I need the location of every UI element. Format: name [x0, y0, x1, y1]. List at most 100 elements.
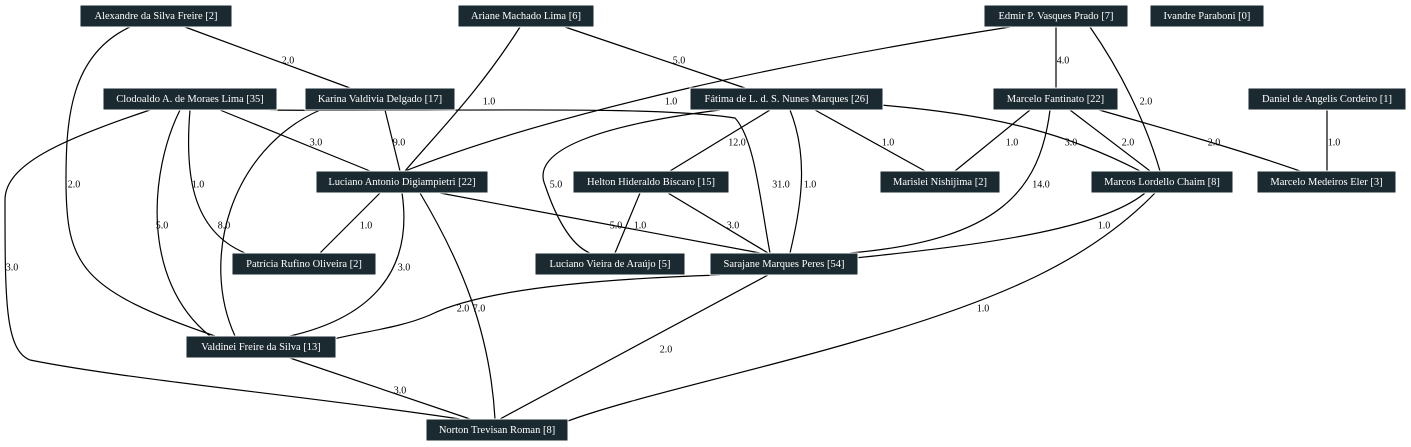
edge-weight-label: 7.0 — [473, 304, 486, 315]
node-label: Luciano Vieira de Araújo [5] — [549, 259, 670, 270]
node-fantinato[interactable]: Marcelo Fantinato [22] — [992, 87, 1119, 111]
node-patricia[interactable]: Patrícia Rufino Oliveira [2] — [231, 252, 377, 276]
edge-weight-label: 1.0 — [1098, 221, 1111, 232]
node-luciano_d[interactable]: Luciano Antonio Digiampietri [22] — [315, 170, 489, 194]
edge-fantinato-sarajane — [849, 109, 1051, 254]
node-box — [457, 4, 595, 28]
edge-edmir-chaim — [1089, 26, 1161, 172]
edge-fatima-chaim — [879, 104, 1141, 172]
edge-weight-label: 5.0 — [550, 180, 563, 191]
node-label: Ariane Machado Lima [6] — [471, 11, 581, 22]
edge-weight-label: 2.0 — [457, 304, 470, 315]
node-edmir[interactable]: Edmir P. Vasques Prado [7] — [983, 4, 1129, 28]
edge-sarajane-valdinei — [329, 274, 721, 341]
node-label: Fátima de L. d. S. Nunes Marques [26] — [705, 94, 869, 105]
node-ariane[interactable]: Ariane Machado Lima [6] — [457, 4, 595, 28]
edge-weight-label: 2.0 — [282, 56, 295, 67]
node-label: Edmir P. Vasques Prado [7] — [998, 11, 1113, 22]
node-box — [992, 87, 1119, 111]
edge-weight-label: 1.0 — [1006, 138, 1019, 149]
edge-weight-label: 2.0 — [1140, 97, 1153, 108]
node-label: Ivandre Paraboni [0] — [1164, 11, 1251, 22]
edge-weight-label: 3.0 — [6, 263, 19, 274]
node-box — [1149, 4, 1265, 28]
node-karina[interactable]: Karina Valdivia Delgado [17] — [304, 87, 456, 111]
edge-weight-label: 4.0 — [1057, 56, 1070, 67]
node-box — [709, 252, 859, 276]
node-box — [185, 335, 337, 359]
node-label: Marcos Lordello Chaim [8] — [1104, 177, 1220, 188]
edge-weight-label: 5.0 — [156, 221, 169, 232]
node-fatima[interactable]: Fátima de L. d. S. Nunes Marques [26] — [689, 87, 884, 111]
edge-edmir-luciano_d — [404, 26, 1011, 172]
node-valdinei[interactable]: Valdinei Freire da Silva [13] — [185, 335, 337, 359]
node-label: Helton Hideraldo Bíscaro [15] — [587, 177, 715, 188]
node-box — [879, 170, 1001, 194]
node-box — [983, 4, 1129, 28]
node-daniel[interactable]: Daniel de Angelis Cordeiro [1] — [1247, 87, 1407, 111]
node-label: Norton Trevisan Roman [8] — [439, 425, 555, 436]
edge-weight-label: 31.0 — [772, 180, 790, 191]
edge-ariane-fatima — [564, 26, 746, 89]
node-luciano_v[interactable]: Luciano Vieira de Araújo [5] — [534, 252, 686, 276]
edge-weight-label: 1.0 — [1328, 138, 1341, 149]
edge-fatima-marislei — [814, 109, 926, 172]
node-label: Clodoaldo A. de Moraes Lima [35] — [116, 94, 264, 105]
edge-sarajane-norton — [499, 274, 769, 420]
edge-karina-luciano_d — [384, 109, 401, 172]
edge-fantinato-chaim — [1069, 109, 1151, 172]
edge-weight-label: 2.0 — [68, 180, 81, 191]
edge-weight-label: 3.0 — [310, 138, 323, 149]
node-ivandre[interactable]: Ivandre Paraboni [0] — [1149, 4, 1265, 28]
node-box — [689, 87, 884, 111]
edge-weight-label: 3.0 — [727, 221, 740, 232]
node-helton[interactable]: Helton Hideraldo Bíscaro [15] — [572, 170, 730, 194]
edge-weight-label: 2.0 — [1122, 138, 1135, 149]
edge-weight-label: 5.0 — [673, 56, 686, 67]
node-clodoaldo[interactable]: Clodoaldo A. de Moraes Lima [35] — [102, 87, 278, 111]
edge-luciano_d-valdinei — [289, 192, 405, 337]
node-label: Sarajane Marques Peres [54] — [724, 259, 845, 270]
edge-weight-label: 3.0 — [394, 386, 407, 397]
node-eler[interactable]: Marcelo Medeiros Eler [3] — [1256, 170, 1397, 194]
node-alexandre[interactable]: Alexandre da Silva Freire [2] — [79, 4, 233, 28]
edge-fatima-luciano_v — [542, 109, 721, 254]
node-sarajane[interactable]: Sarajane Marques Peres [54] — [709, 252, 859, 276]
edge-valdinei-norton — [289, 357, 471, 420]
edge-clodoaldo-valdinei — [156, 109, 211, 337]
node-label: Patrícia Rufino Oliveira [2] — [246, 259, 362, 270]
edge-weight-label: 1.0 — [360, 221, 373, 232]
edge-weight-label: 1.0 — [634, 221, 647, 232]
node-label: Alexandre da Silva Freire [2] — [94, 11, 217, 22]
node-label: Luciano Antonio Digiampietri [22] — [328, 177, 475, 188]
edge-fantinato-eler — [1084, 105, 1301, 172]
edge-luciano_d-patricia — [319, 192, 381, 254]
edge-chaim-norton — [559, 192, 1156, 425]
node-label: Marcelo Fantinato [22] — [1007, 94, 1104, 105]
edge-weight-label: 8.0 — [218, 221, 231, 232]
node-box — [534, 252, 686, 276]
node-chaim[interactable]: Marcos Lordello Chaim [8] — [1090, 170, 1234, 194]
edge-chaim-sarajane — [854, 192, 1146, 259]
node-label: Marcelo Medeiros Eler [3] — [1270, 177, 1382, 188]
node-box — [315, 170, 489, 194]
edge-weight-label: 1.0 — [483, 97, 496, 108]
edge-clodoaldo-patricia — [187, 109, 246, 254]
node-box — [231, 252, 377, 276]
edge-alexandre-valdinei — [65, 26, 216, 337]
edge-luciano_d-norton — [419, 192, 496, 420]
edge-alexandre-karina — [184, 26, 351, 89]
edge-weight-label: 1.0 — [804, 180, 817, 191]
node-box — [425, 418, 569, 442]
nodes-layer: Alexandre da Silva Freire [2] Ariane Mach… — [79, 4, 1407, 442]
node-marislei[interactable]: Marislei Nishijima [2] — [879, 170, 1001, 194]
edge-weight-label: 2.0 — [660, 345, 673, 356]
node-norton[interactable]: Norton Trevisan Roman [8] — [425, 418, 569, 442]
edge-helton-sarajane — [667, 192, 769, 254]
edge-karina-valdinei — [220, 109, 321, 337]
edge-fatima-helton — [669, 109, 771, 172]
edge-weight-label: 12.0 — [728, 138, 746, 149]
node-box — [102, 87, 278, 111]
